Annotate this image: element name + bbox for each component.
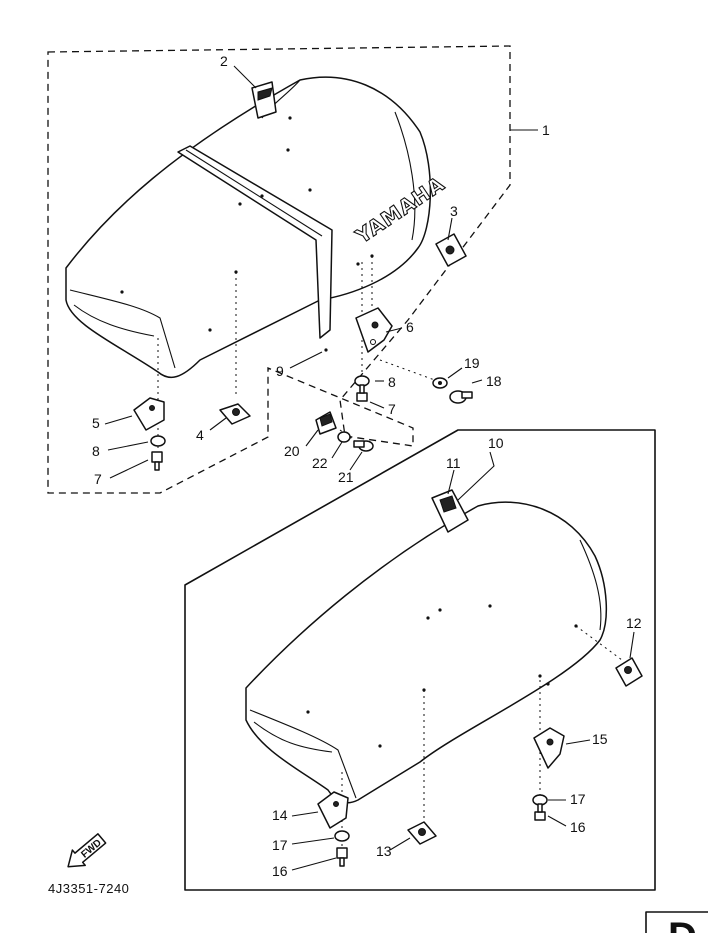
callout-10: 10 bbox=[488, 435, 504, 451]
corner-mark-letter: D bbox=[668, 915, 697, 933]
callout-16-right: 16 bbox=[570, 819, 586, 835]
callout-17-left: 17 bbox=[272, 837, 288, 853]
bolt-part-7-upper bbox=[356, 384, 368, 402]
callout-labels: 1 2 3 4 5 6 7 7 8 8 9 10 11 12 13 14 15 … bbox=[92, 53, 642, 879]
callout-8-upper: 8 bbox=[388, 374, 396, 390]
callout-13: 13 bbox=[376, 843, 392, 859]
callout-15: 15 bbox=[592, 731, 608, 747]
callout-7-lower: 7 bbox=[94, 471, 102, 487]
callout-22: 22 bbox=[312, 455, 328, 471]
clip-part-20 bbox=[315, 411, 337, 435]
assembly-10-boundary bbox=[184, 429, 656, 891]
assembly-1-boundary bbox=[47, 45, 511, 494]
nut-plate-part-12 bbox=[615, 657, 643, 687]
upper-seat bbox=[65, 76, 432, 379]
bolt-part-16-right bbox=[534, 803, 546, 821]
bracket-part-14 bbox=[317, 791, 349, 829]
callout-14: 14 bbox=[272, 807, 288, 823]
bolt-part-16-left bbox=[336, 847, 348, 867]
drawing-code: 4J3351-7240 bbox=[48, 881, 129, 896]
callout-11: 11 bbox=[446, 455, 461, 471]
callout-4: 4 bbox=[196, 427, 204, 443]
callout-3: 3 bbox=[450, 203, 458, 219]
callout-20: 20 bbox=[284, 443, 300, 459]
callout-16-left: 16 bbox=[272, 863, 288, 879]
washer-part-17-left bbox=[334, 830, 350, 842]
bracket-part-5 bbox=[133, 397, 165, 431]
washer-part-22 bbox=[337, 431, 351, 443]
callout-2: 2 bbox=[220, 53, 228, 69]
corner-page-mark: D bbox=[645, 911, 708, 933]
callout-9: 9 bbox=[276, 363, 284, 379]
callout-6: 6 bbox=[406, 319, 414, 335]
nut-plate-part-4 bbox=[219, 403, 251, 425]
callout-8-lower: 8 bbox=[92, 443, 100, 459]
callout-7-upper: 7 bbox=[388, 401, 396, 417]
callout-1: 1 bbox=[542, 122, 550, 138]
washer-part-8-lower bbox=[150, 435, 166, 447]
bolt-part-18 bbox=[449, 390, 473, 404]
forward-arrow: FWD bbox=[67, 833, 107, 868]
leader-lines bbox=[104, 65, 635, 871]
bracket-part-6 bbox=[355, 307, 393, 353]
bracket-part-15 bbox=[533, 727, 565, 769]
callout-18: 18 bbox=[486, 373, 502, 389]
callout-17-right: 17 bbox=[570, 791, 586, 807]
lower-seat bbox=[245, 489, 608, 804]
bolt-part-21 bbox=[353, 440, 374, 452]
callout-19: 19 bbox=[464, 355, 480, 371]
callout-5: 5 bbox=[92, 415, 100, 431]
nut-plate-part-3 bbox=[435, 233, 467, 267]
callout-12: 12 bbox=[626, 615, 642, 631]
bolt-part-7-lower bbox=[151, 451, 163, 471]
nut-plate-part-13 bbox=[407, 821, 437, 845]
callout-21: 21 bbox=[338, 469, 354, 485]
